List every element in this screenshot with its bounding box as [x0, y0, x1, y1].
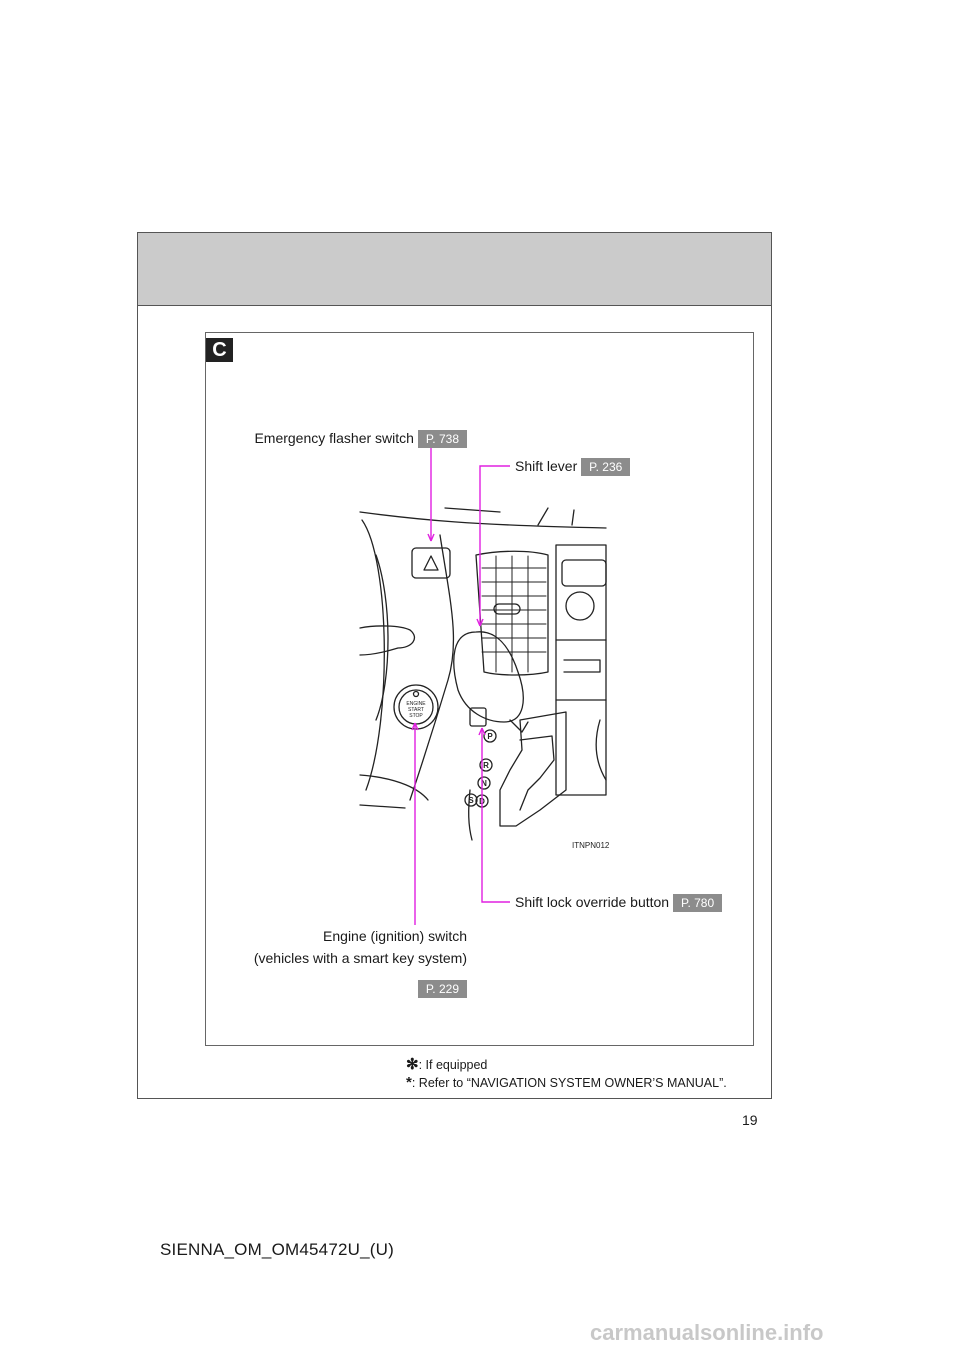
callout-label: Shift lever — [515, 458, 578, 474]
gear-letter-p: P — [487, 732, 493, 741]
shift-gate — [499, 711, 567, 827]
leader-shift-lever — [479, 465, 510, 626]
footnote-navigation: *: Refer to “NAVIGATION SYSTEM OWNER’S M… — [406, 1074, 727, 1092]
callout-label-line1: Engine (ignition) switch — [323, 928, 467, 944]
page-ref-button[interactable]: P. 229 — [417, 980, 467, 999]
callout-engine-switch: Engine (ignition) switch (vehicles with … — [225, 925, 467, 999]
button-text-engine: ENGINE — [406, 701, 426, 707]
footnote-text: : Refer to “NAVIGATION SYSTEM OWNER’S MA… — [411, 1076, 727, 1090]
audio-knob — [565, 591, 595, 621]
dash-top-edge — [359, 511, 607, 529]
button-text-start: START — [408, 707, 424, 713]
callout-shift-lever: Shift lever P. 236 — [515, 457, 631, 477]
gear-letter-r: R — [483, 761, 489, 770]
footnotes: ✻: If equipped *: Refer to “NAVIGATION S… — [406, 1056, 727, 1092]
gear-letter-n: N — [481, 779, 487, 788]
callout-label: Shift lock override button — [515, 894, 670, 910]
center-stack — [555, 544, 607, 796]
page-ref-button[interactable]: P. 738 — [417, 430, 467, 449]
document-id: SIENNA_OM_OM45472U_(U) — [160, 1240, 394, 1259]
air-vent — [475, 550, 549, 676]
footnote-mark: ✻ — [406, 1056, 419, 1073]
footnote-mark: * — [406, 1074, 412, 1091]
callout-label: Emergency flasher switch — [254, 430, 414, 446]
leader-lines — [411, 448, 510, 925]
header-band — [138, 233, 771, 306]
watermark: carmanualsonline.info — [590, 1320, 824, 1345]
callout-label-line2: (vehicles with a smart key system) — [253, 950, 467, 966]
shift-lock-button — [469, 707, 487, 727]
hand — [359, 625, 415, 656]
callout-shift-lock-override: Shift lock override button P. 780 — [515, 893, 723, 913]
hazard-button — [411, 547, 451, 579]
page-ref-button[interactable]: P. 236 — [581, 458, 631, 477]
shift-lever-knob — [453, 631, 524, 723]
illustration-box — [205, 332, 754, 1046]
page-number: 19 — [742, 1112, 758, 1128]
section-tag: C — [206, 338, 233, 362]
page-ref-button[interactable]: P. 780 — [672, 894, 723, 913]
steering-wheel-rim — [361, 519, 385, 791]
engine-start-button — [393, 684, 439, 730]
illustration-code: ITNPN012 — [572, 841, 610, 850]
callout-emergency-flasher: Emergency flasher switch P. 738 — [230, 429, 467, 449]
footnote-if-equipped: ✻: If equipped — [406, 1056, 727, 1074]
button-text-stop: STOP — [409, 713, 423, 719]
page-frame — [137, 232, 772, 1099]
leader-shift-lock — [481, 728, 510, 903]
footnote-text: : If equipped — [418, 1058, 488, 1072]
gear-letter-s: S — [468, 796, 474, 805]
